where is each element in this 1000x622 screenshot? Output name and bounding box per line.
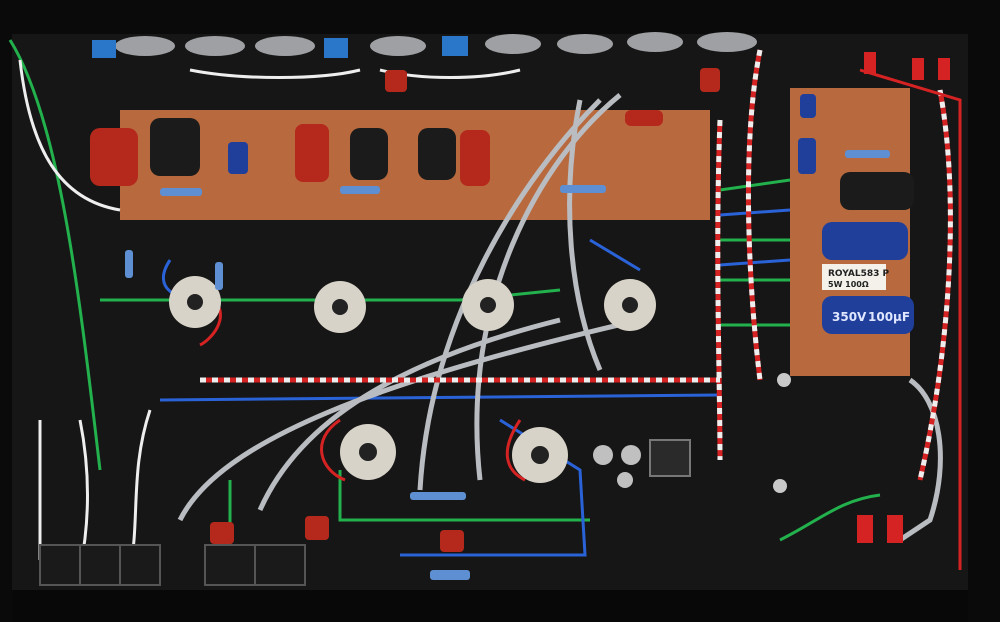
film-capacitors bbox=[90, 68, 720, 552]
hardware bbox=[593, 373, 791, 493]
capacitor-voltage-label: 350V bbox=[832, 310, 867, 324]
chassis-top-wall bbox=[0, 0, 1000, 34]
potentiometer-row bbox=[92, 32, 757, 58]
chassis-right-wall bbox=[968, 0, 1000, 622]
tube-sockets bbox=[169, 276, 656, 483]
twisted-heater-wires bbox=[200, 49, 953, 481]
resistors bbox=[125, 150, 890, 580]
capacitor-capacitance-label: 100μF bbox=[868, 310, 910, 324]
power-resistor-value: 5W 100Ω bbox=[828, 280, 869, 289]
grey-wires bbox=[177, 93, 943, 543]
electrolytic-capacitors bbox=[150, 94, 914, 334]
spade-terminals bbox=[857, 52, 950, 543]
input-jacks bbox=[39, 544, 306, 586]
chassis-left-wall bbox=[0, 0, 12, 622]
main-turret-board bbox=[120, 110, 710, 220]
power-resistor-label: ROYAL583 P bbox=[828, 269, 890, 279]
power-resistor bbox=[822, 264, 886, 290]
chassis-bottom-wall bbox=[0, 590, 1000, 622]
